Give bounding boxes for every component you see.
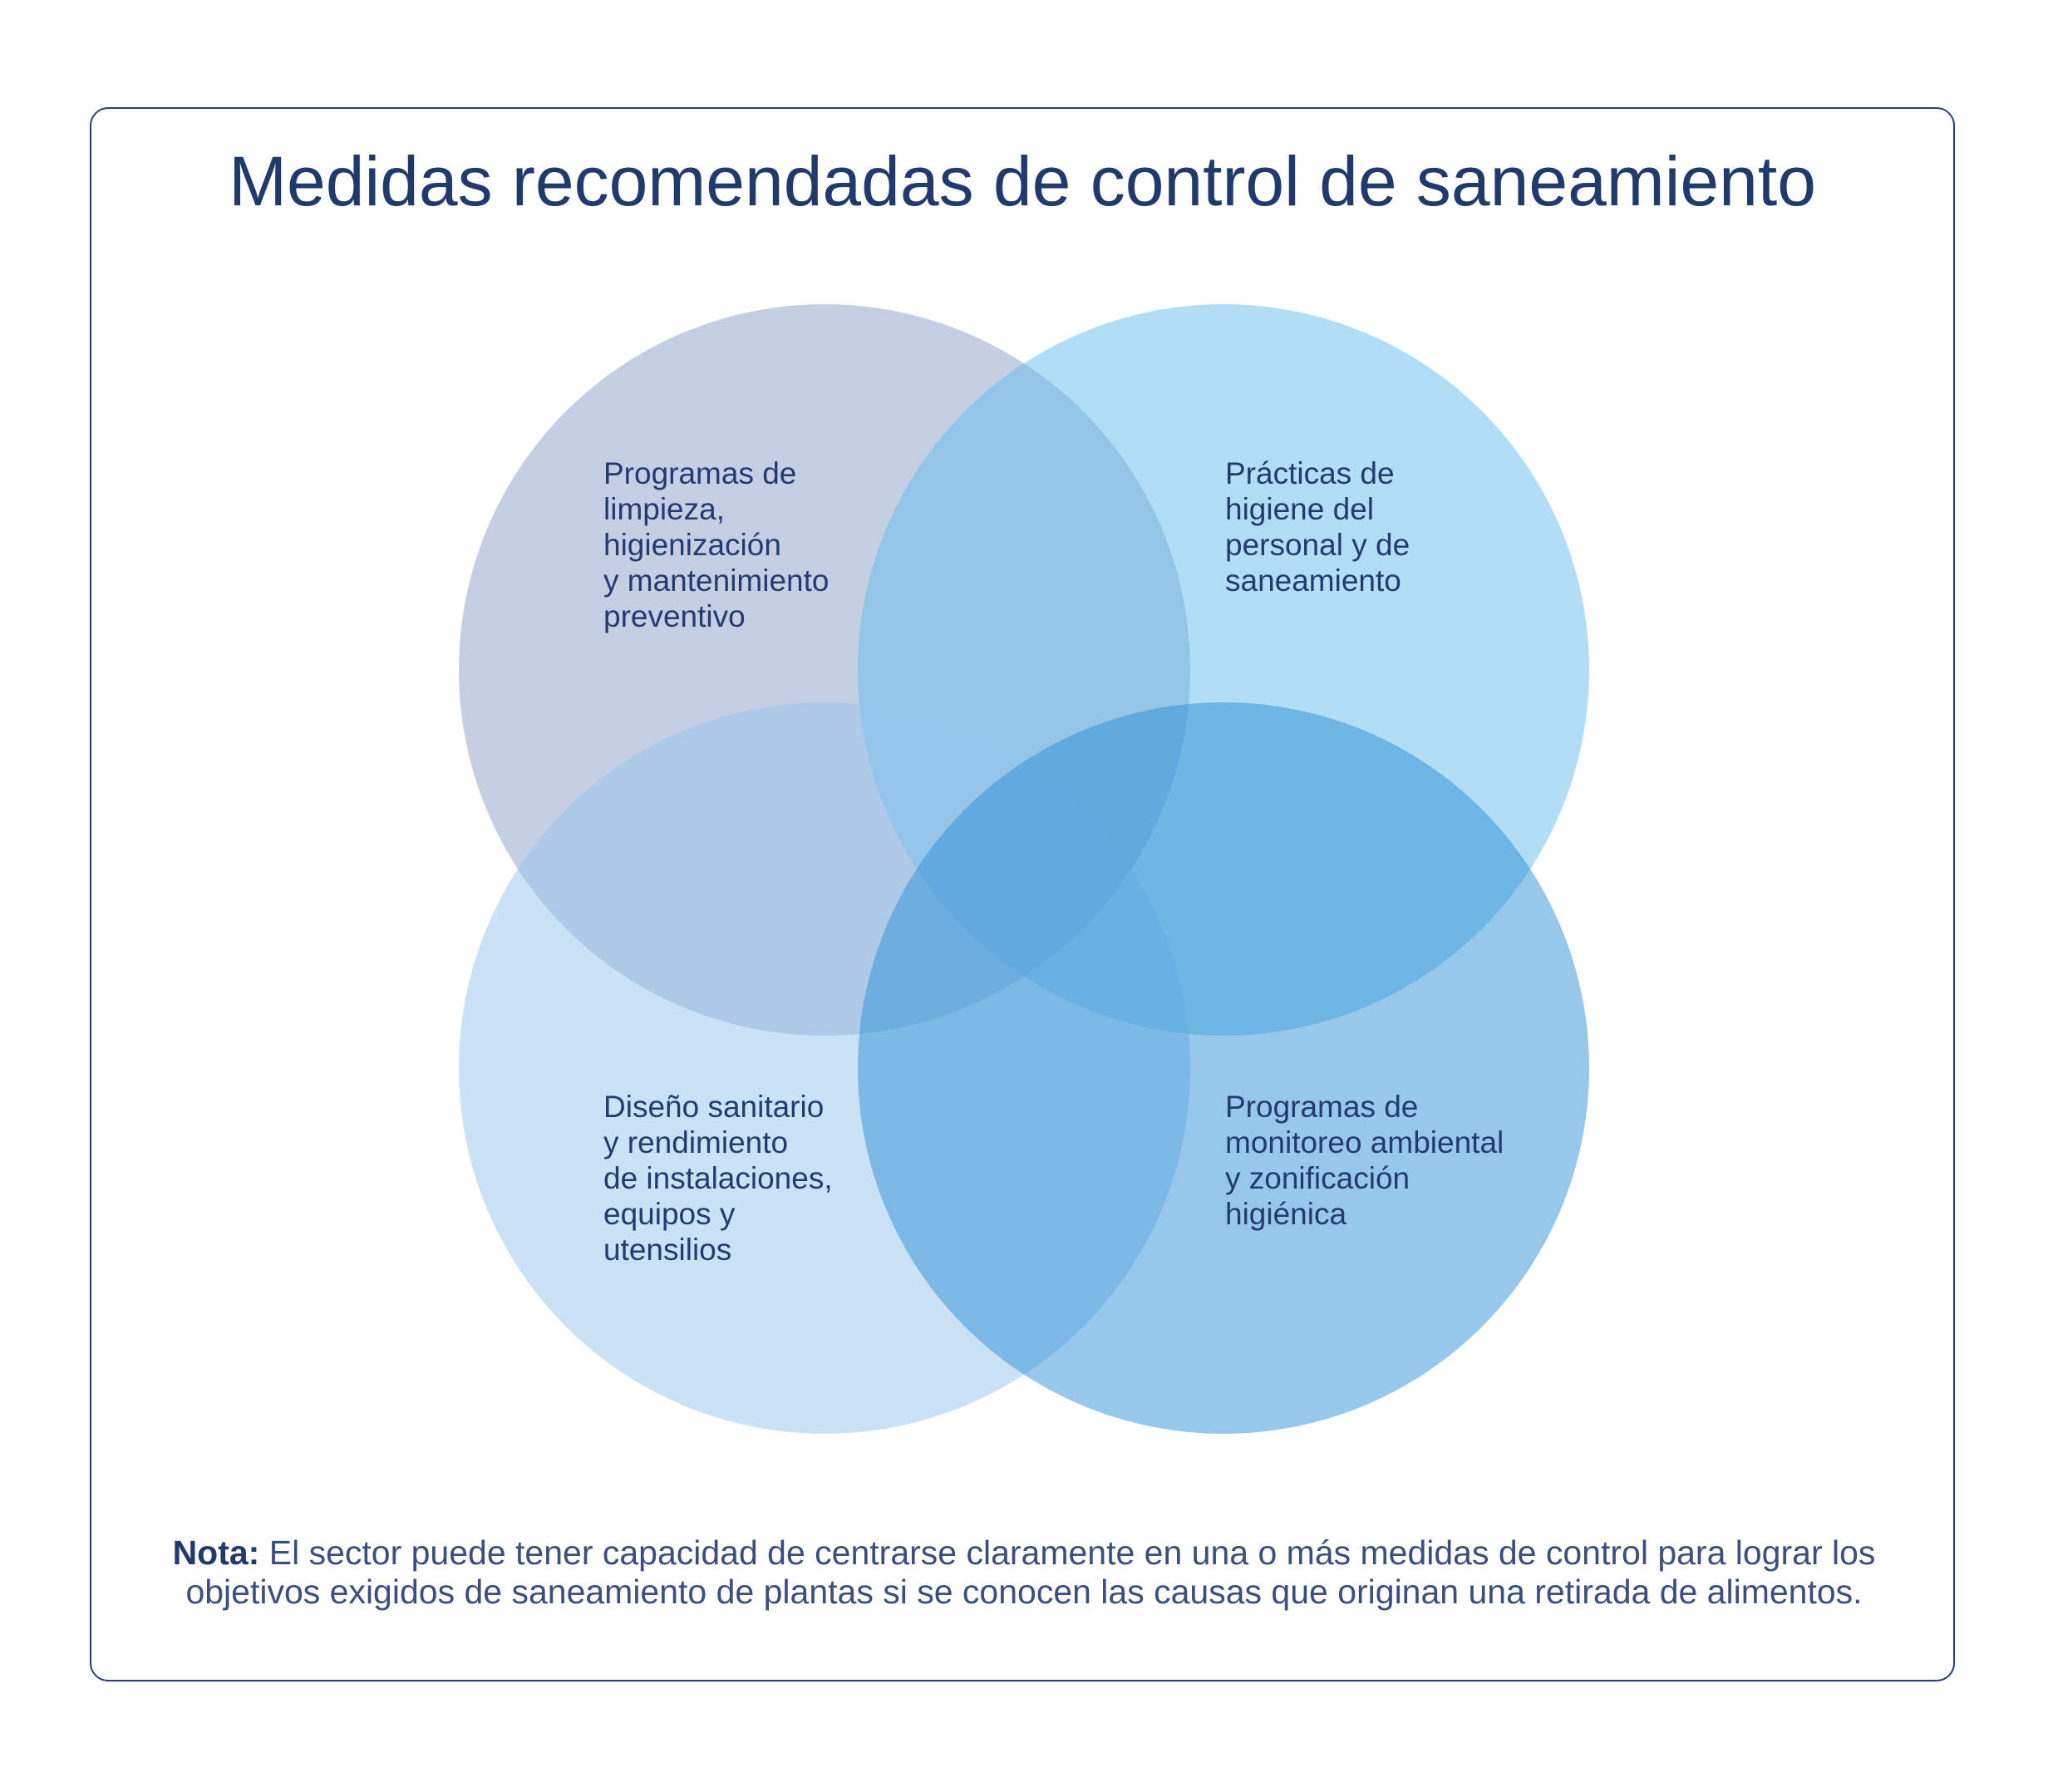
footnote: Nota: El sector puede tener capacidad de… — [125, 1534, 1923, 1612]
label-personnel-hygiene: Prácticas de higiene del personal y de s… — [1225, 456, 1410, 598]
diagram-frame — [90, 107, 1955, 1681]
note-label: Nota: — [172, 1534, 260, 1572]
note-text: El sector puede tener capacidad de centr… — [185, 1534, 1876, 1611]
diagram-title: Medidas recomendadas de control de sanea… — [229, 142, 1816, 220]
label-environmental-monitoring: Programas de monitoreo ambiental y zonif… — [1225, 1090, 1504, 1231]
label-cleaning-programs: Programas de limpieza, higienización y m… — [603, 456, 830, 633]
label-sanitary-design: Diseño sanitario y rendimiento de instal… — [603, 1090, 833, 1267]
circle-environmental-monitoring — [858, 702, 1589, 1434]
